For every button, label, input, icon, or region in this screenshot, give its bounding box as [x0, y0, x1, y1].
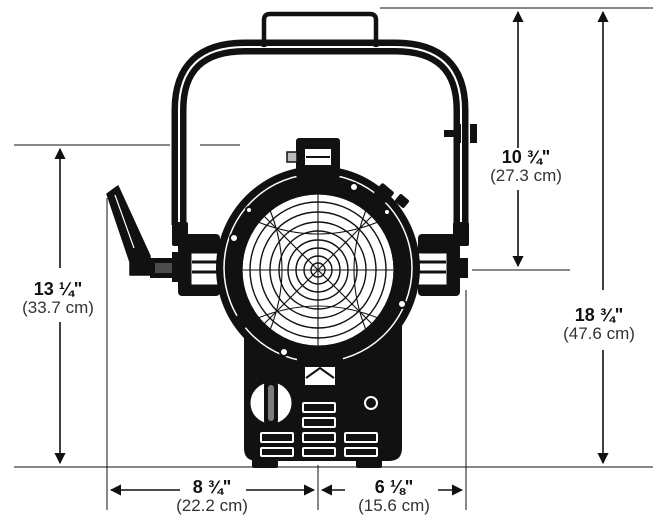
feet — [252, 458, 382, 468]
top-accessory-clip — [286, 138, 340, 178]
right-knuckle — [412, 234, 468, 296]
yoke-height-value: 10 ¾" — [501, 147, 551, 167]
tilt-lock-handle — [106, 185, 178, 278]
right-width-label: 6 ⅛" (15.6 cm) — [358, 478, 430, 515]
body-height-label: 13 ¼" (33.7 cm) — [22, 280, 94, 317]
right-width-metric: (15.6 cm) — [358, 495, 430, 515]
dimmer-knob — [247, 379, 295, 427]
right-width-value: 6 ⅛" — [374, 477, 414, 497]
overall-height-value: 18 ¾" — [574, 305, 624, 325]
left-width-metric: (22.2 cm) — [176, 495, 248, 515]
left-knuckle — [172, 234, 226, 296]
bezel-fasteners — [232, 183, 409, 331]
left-width-value: 8 ¾" — [192, 477, 232, 497]
yoke-height-label: 10 ¾" (27.3 cm) — [490, 148, 562, 185]
safety-mesh — [241, 193, 395, 347]
handle — [261, 11, 379, 47]
ventilation-slots — [260, 402, 378, 457]
pilot-lamp — [364, 396, 378, 410]
yoke-height-metric: (27.3 cm) — [490, 165, 562, 185]
yoke — [171, 11, 477, 246]
left-width-label: 8 ¾" (22.2 cm) — [176, 478, 248, 515]
body-height-metric: (33.7 cm) — [22, 297, 94, 317]
yoke-bolt — [444, 124, 477, 143]
overall-height-label: 18 ¾" (47.6 cm) — [563, 306, 635, 343]
overall-height-metric: (47.6 cm) — [563, 323, 635, 343]
extension-lines — [14, 7, 653, 510]
bezel-clips — [229, 182, 407, 357]
bottom-accessory-clip — [297, 356, 343, 398]
dimension-arrows — [54, 10, 609, 496]
body-height-value: 13 ¼" — [33, 279, 83, 299]
fresnel-lens — [239, 191, 397, 349]
